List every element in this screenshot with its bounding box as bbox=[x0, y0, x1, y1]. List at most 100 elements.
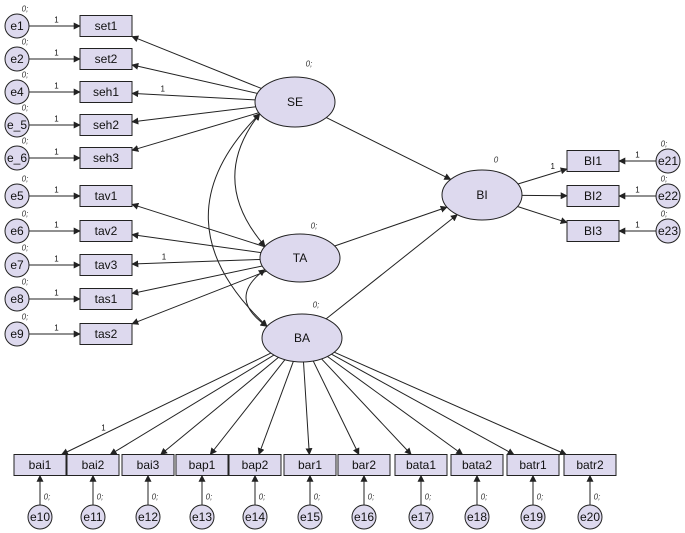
error-variance-label: 0; bbox=[661, 140, 668, 149]
indicator-batr2[interactable] bbox=[563, 454, 617, 476]
error-term-e6b[interactable] bbox=[4, 145, 30, 171]
indicator-tas1[interactable] bbox=[79, 288, 133, 310]
indicator-label-BI3: BI3 bbox=[584, 224, 602, 238]
error-path-label: 1 bbox=[54, 16, 59, 25]
error-term-e17[interactable] bbox=[408, 504, 434, 530]
indicator-bap1[interactable] bbox=[175, 454, 229, 476]
error-term-e2[interactable] bbox=[4, 46, 30, 72]
error-term-e22[interactable] bbox=[655, 183, 681, 209]
error-term-e16[interactable] bbox=[351, 504, 377, 530]
error-term-e1[interactable] bbox=[4, 13, 30, 39]
error-term-e5b[interactable] bbox=[4, 112, 30, 138]
loading-path-BI1 bbox=[517, 167, 568, 185]
latent-ta[interactable] bbox=[259, 233, 341, 283]
indicator-bar2[interactable] bbox=[337, 454, 391, 476]
error-label-e9: e9 bbox=[10, 327, 24, 341]
labels-layer: 1111111111111SE0;TA0;BA0;BI0set1set2seh1… bbox=[7, 5, 678, 525]
error-term-e13[interactable] bbox=[189, 504, 215, 530]
loading-path-BI3 bbox=[517, 206, 568, 224]
indicator-BI3[interactable] bbox=[566, 220, 620, 242]
error-path-label: 1 bbox=[635, 151, 640, 160]
structural-path-ta-bi bbox=[334, 205, 448, 247]
loading-path-bai3 bbox=[160, 357, 279, 455]
loading-path-set2 bbox=[131, 62, 258, 94]
indicator-bai2[interactable] bbox=[66, 454, 120, 476]
indicator-batr1[interactable] bbox=[506, 454, 560, 476]
error-label-e18: e18 bbox=[467, 510, 487, 524]
loading-path-bap1 bbox=[209, 359, 286, 456]
error-variance-label: 0; bbox=[661, 175, 668, 184]
indicator-label-tav1: tav1 bbox=[95, 189, 118, 203]
error-path-label: 1 bbox=[54, 289, 59, 298]
indicator-label-bata2: bata2 bbox=[462, 458, 492, 472]
indicator-bata1[interactable] bbox=[394, 454, 448, 476]
indicator-bap2[interactable] bbox=[228, 454, 282, 476]
error-term-e21[interactable] bbox=[655, 148, 681, 174]
error-variance-label: 0; bbox=[22, 313, 29, 322]
paths-layer bbox=[29, 22, 656, 505]
error-variance-label: 0; bbox=[22, 5, 29, 14]
error-variance-label: 0; bbox=[425, 493, 432, 502]
indicator-bata2[interactable] bbox=[450, 454, 504, 476]
error-term-e11[interactable] bbox=[80, 504, 106, 530]
latent-bi[interactable] bbox=[441, 169, 523, 221]
error-term-e6[interactable] bbox=[4, 218, 30, 244]
error-term-e18[interactable] bbox=[464, 504, 490, 530]
indicator-label-seh3: seh3 bbox=[93, 151, 119, 165]
indicator-bar1[interactable] bbox=[283, 454, 337, 476]
error-term-e4[interactable] bbox=[4, 79, 30, 105]
error-label-e6b: e_6 bbox=[7, 151, 27, 165]
indicator-BI1[interactable] bbox=[566, 150, 620, 172]
error-term-e14[interactable] bbox=[242, 504, 268, 530]
error-label-e5: e5 bbox=[10, 189, 24, 203]
error-term-e9[interactable] bbox=[4, 321, 30, 347]
loading-label-seh1: 1 bbox=[161, 85, 166, 94]
loading-path-set1 bbox=[131, 35, 262, 89]
latent-se[interactable] bbox=[254, 76, 336, 128]
indicator-label-set1: set1 bbox=[95, 19, 118, 33]
loading-path-bar2 bbox=[312, 360, 360, 456]
loading-label-BI1: 1 bbox=[551, 162, 556, 171]
error-term-e5[interactable] bbox=[4, 183, 30, 209]
indicator-label-BI2: BI2 bbox=[584, 189, 602, 203]
error-term-e8[interactable] bbox=[4, 286, 30, 312]
indicator-bai1[interactable] bbox=[13, 454, 67, 476]
error-variance-label: 0; bbox=[22, 137, 29, 146]
indicator-label-bai3: bai3 bbox=[137, 458, 160, 472]
indicator-seh3[interactable] bbox=[79, 147, 133, 169]
indicator-set1[interactable] bbox=[79, 15, 133, 37]
error-label-e12: e12 bbox=[138, 510, 158, 524]
error-variance-label: 0; bbox=[22, 71, 29, 80]
indicator-label-bar1: bar1 bbox=[298, 458, 322, 472]
indicator-set2[interactable] bbox=[79, 48, 133, 70]
loading-path-tav1 bbox=[131, 202, 265, 248]
loading-path-bata1 bbox=[321, 358, 412, 456]
covariance-se-ba bbox=[207, 113, 268, 327]
indicator-BI2[interactable] bbox=[566, 185, 620, 207]
error-term-e10[interactable] bbox=[27, 504, 53, 530]
latent-label-bi: BI bbox=[476, 188, 487, 202]
latent-ba[interactable] bbox=[261, 313, 343, 363]
indicator-bai3[interactable] bbox=[121, 454, 175, 476]
indicator-label-tav2: tav2 bbox=[95, 224, 118, 238]
indicator-label-bap1: bap1 bbox=[189, 458, 216, 472]
indicator-tav3[interactable] bbox=[79, 254, 133, 276]
error-term-e20[interactable] bbox=[577, 504, 603, 530]
loading-path-bata2 bbox=[327, 356, 464, 455]
error-label-e13: e13 bbox=[192, 510, 212, 524]
indicator-seh1[interactable] bbox=[79, 81, 133, 103]
indicator-label-bai1: bai1 bbox=[29, 458, 52, 472]
error-path-label: 1 bbox=[54, 221, 59, 230]
error-term-e23[interactable] bbox=[655, 218, 681, 244]
error-term-e7[interactable] bbox=[4, 252, 30, 278]
indicator-seh2[interactable] bbox=[79, 114, 133, 136]
error-term-e15[interactable] bbox=[297, 504, 323, 530]
indicator-tav2[interactable] bbox=[79, 220, 133, 242]
error-term-e19[interactable] bbox=[520, 504, 546, 530]
indicator-tas2[interactable] bbox=[79, 323, 133, 345]
error-path-label: 1 bbox=[54, 82, 59, 91]
indicator-tav1[interactable] bbox=[79, 185, 133, 207]
error-term-e12[interactable] bbox=[135, 504, 161, 530]
error-label-e15: e15 bbox=[300, 510, 320, 524]
